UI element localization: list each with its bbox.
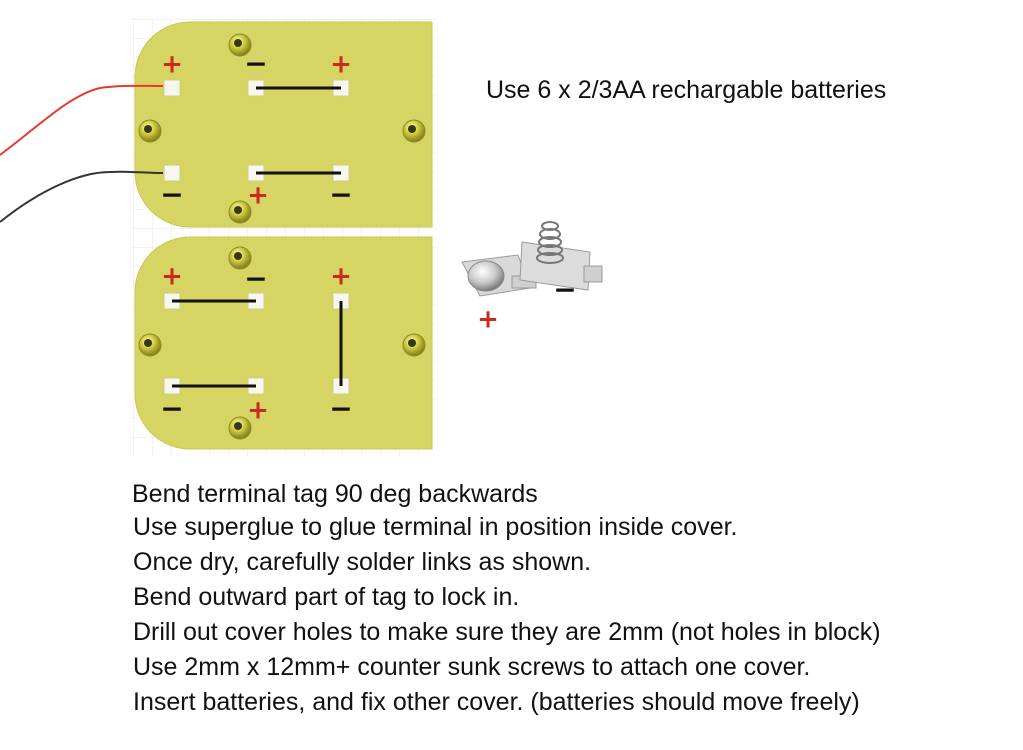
black-wire [0,170,164,223]
bottom-battery-board [134,236,433,450]
screw-hole-center [234,206,242,214]
instruction-line: Drill out cover holes to make sure they … [133,618,881,646]
screw-hole-center [144,339,152,347]
instruction-line: Once dry, carefully solder links as show… [133,548,592,576]
instruction-line: Use 2mm x 12mm+ counter sunk screws to a… [133,653,811,681]
screw-hole-center [144,125,152,133]
terminal-illustration [461,221,603,297]
minus-sign: − [244,47,267,80]
battery-wiring-diagram: +++++++−−−−−−− [0,18,603,456]
red-wire [0,84,164,156]
minus-sign: − [329,392,352,425]
instruction-line: Bend terminal tag 90 deg backwards [132,480,538,508]
screw-hole-center [234,422,242,430]
spring-terminal [519,221,603,291]
plus-sign: + [161,262,183,292]
screw-hole-center [408,125,416,133]
plus-sign: + [330,50,352,80]
minus-sign: − [244,262,267,295]
instruction-line: Bend outward part of tag to lock in. [133,583,520,611]
plus-sign: + [247,181,269,211]
plus-sign: + [247,396,269,426]
terminal-slot [163,79,181,97]
screw-hole-center [234,39,242,47]
screw-hole-center [408,339,416,347]
instruction-line: Use superglue to glue terminal in positi… [133,513,738,541]
header-note: Use 6 x 2/3AA rechargable batteries [486,76,887,104]
plus-sign: + [477,305,499,335]
screw-hole-center [234,252,242,260]
plus-sign: + [330,262,352,292]
plus-sign: + [161,50,183,80]
minus-sign: − [160,178,183,211]
minus-sign: − [160,392,183,425]
instruction-line: Insert batteries, and fix other cover. (… [133,688,860,716]
terminal-slot [163,164,181,182]
button-terminal [461,254,537,297]
minus-sign: − [329,178,352,211]
